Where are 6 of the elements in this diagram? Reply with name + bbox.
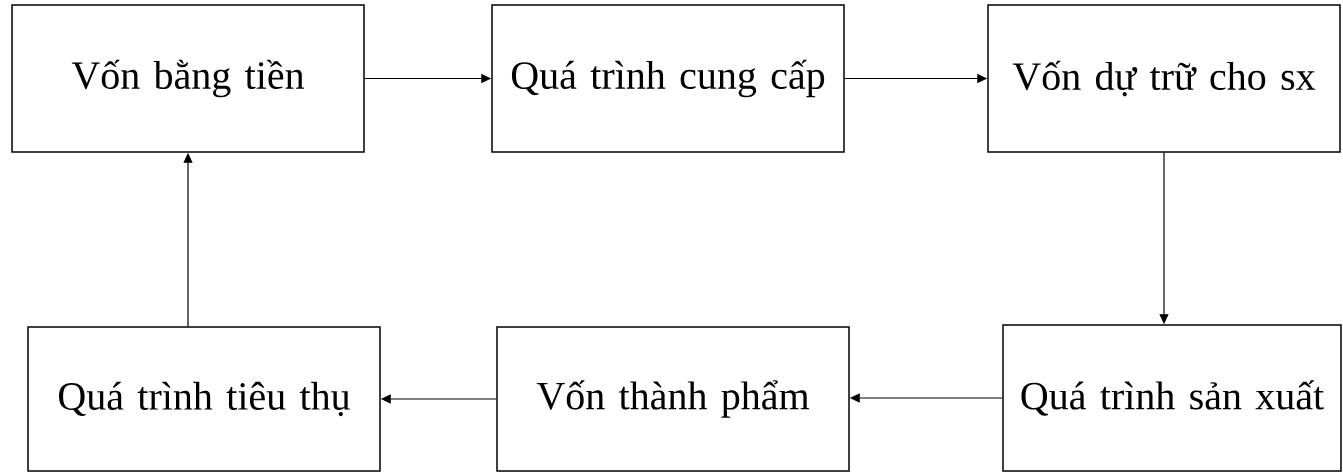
process-box: Vốn thành phẩm [496, 326, 850, 472]
process-box: Quá trình cung cấp [491, 4, 845, 153]
process-box: Quá trình sản xuất [1002, 324, 1342, 472]
process-box: Quá trình tiêu thụ [27, 326, 381, 472]
process-box: Vốn dự trữ cho sx [987, 4, 1341, 153]
process-box: Vốn bằng tiền [11, 4, 365, 153]
